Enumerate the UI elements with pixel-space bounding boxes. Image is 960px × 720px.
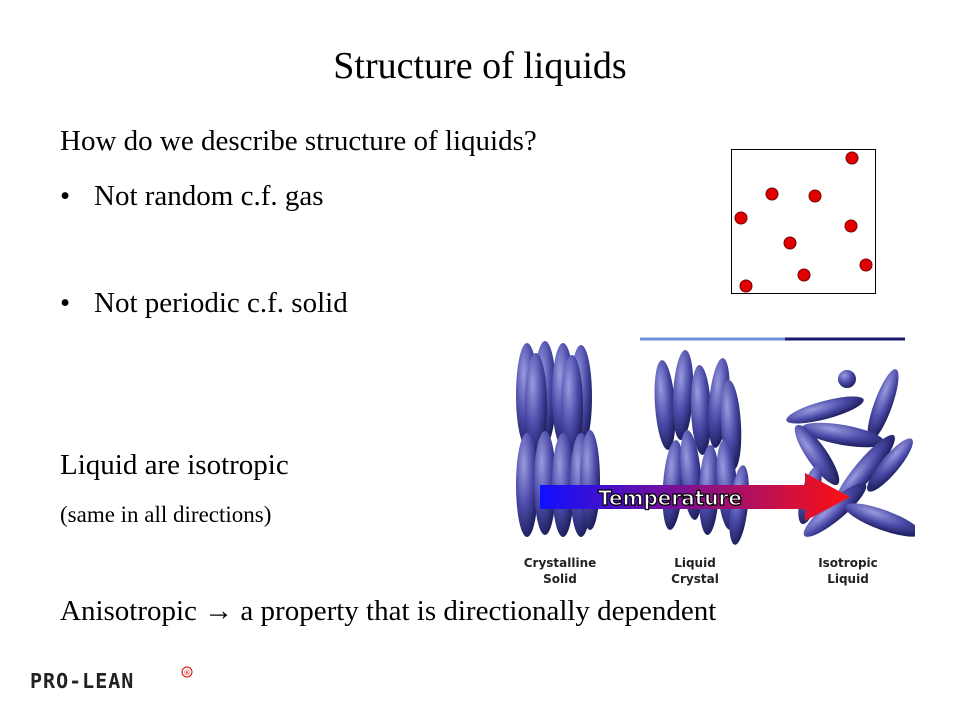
bullet-gas: • Not random c.f. gas bbox=[60, 180, 324, 213]
slide-title: Structure of liquids bbox=[333, 45, 627, 87]
gas-particle bbox=[765, 187, 779, 201]
phase-label-solid: Solid bbox=[543, 572, 577, 586]
pro-lean-logo: PRO-LEAN ® bbox=[28, 664, 203, 696]
phase-diagram-svg: Temperature Crystalline Solid Liquid Cry… bbox=[516, 337, 921, 586]
gas-particle bbox=[859, 258, 873, 272]
temperature-label: Temperature bbox=[598, 486, 742, 510]
molecule bbox=[803, 483, 867, 537]
registered-mark-icon bbox=[181, 666, 193, 678]
molecule bbox=[867, 369, 899, 441]
isotropic-heading: Liquid are isotropic bbox=[60, 449, 289, 481]
phase-label-isotropic: Isotropic bbox=[818, 556, 878, 570]
gas-particle bbox=[734, 211, 748, 225]
molecule bbox=[794, 424, 840, 486]
registered-mark: ® bbox=[184, 669, 191, 677]
phase-label-liquid: Liquid bbox=[674, 556, 716, 570]
logo-text: PRO-LEAN bbox=[30, 669, 134, 693]
molecule bbox=[838, 370, 856, 388]
question-text: How do we describe structure of liquids? bbox=[60, 125, 537, 157]
bullet-solid-text: Not periodic c.f. solid bbox=[94, 287, 348, 319]
gas-particle bbox=[808, 189, 822, 203]
phase-label-crystal: Crystal bbox=[671, 572, 719, 586]
molecule bbox=[786, 396, 864, 424]
bullet-symbol: • bbox=[60, 287, 71, 319]
molecule bbox=[867, 438, 913, 492]
pro-lean-logo-svg: PRO-LEAN ® bbox=[30, 666, 193, 693]
gas-particle-box bbox=[731, 149, 876, 294]
molecule bbox=[580, 430, 600, 530]
gas-particle bbox=[797, 268, 811, 282]
molecule bbox=[516, 433, 538, 537]
molecule bbox=[561, 355, 583, 459]
phase-diagram: Temperature Crystalline Solid Liquid Cry… bbox=[505, 335, 921, 590]
molecule bbox=[654, 360, 676, 450]
bullet-symbol: • bbox=[60, 180, 71, 212]
bullet-gas-text: Not random c.f. gas bbox=[94, 180, 324, 212]
molecule bbox=[690, 365, 712, 455]
bullet-solid: • Not periodic c.f. solid bbox=[60, 287, 348, 320]
isotropic-liquid-molecules bbox=[786, 369, 921, 537]
molecule bbox=[525, 353, 547, 457]
phase-label-crystalline: Crystalline bbox=[524, 556, 597, 570]
isotropic-note: (same in all directions) bbox=[60, 502, 272, 527]
temperature-arrow bbox=[540, 473, 850, 521]
molecule bbox=[672, 350, 694, 440]
gas-particle bbox=[844, 219, 858, 233]
phase-label-isotropic-liquid: Liquid bbox=[827, 572, 869, 586]
crystalline-solid-molecules bbox=[516, 341, 600, 537]
gas-particle bbox=[783, 236, 797, 250]
gas-particle bbox=[845, 151, 859, 165]
gas-particle bbox=[739, 279, 753, 293]
liquid-crystal-molecules bbox=[654, 350, 749, 545]
gas-particles-diagram bbox=[734, 151, 873, 293]
molecule bbox=[801, 422, 885, 448]
molecule bbox=[845, 503, 921, 537]
anisotropic-definition: Anisotropic → a property that is directi… bbox=[60, 595, 717, 627]
